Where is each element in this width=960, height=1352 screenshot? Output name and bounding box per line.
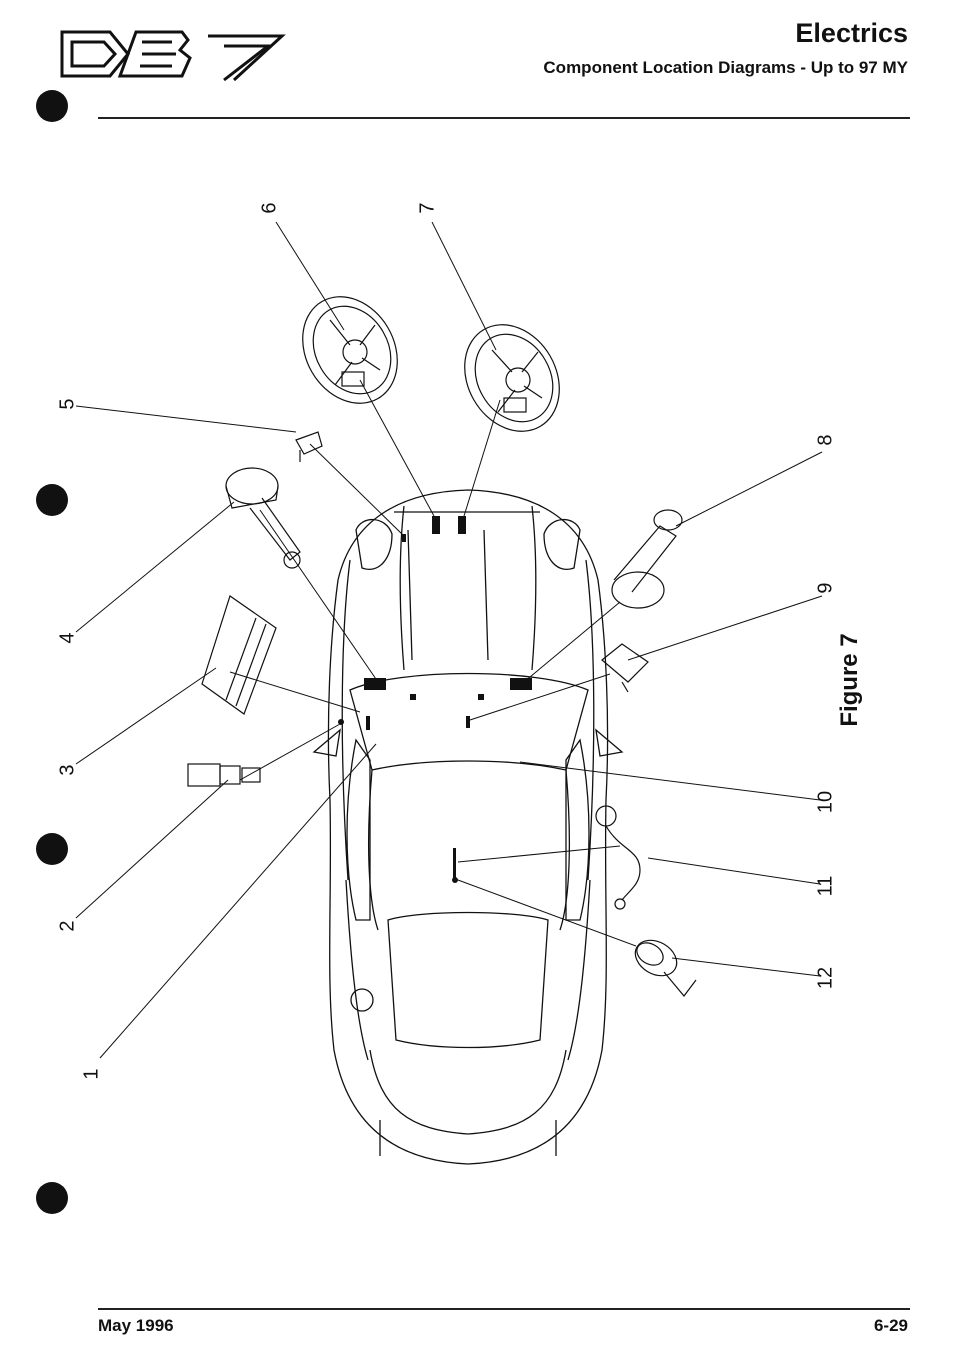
callout-6: 6 xyxy=(258,202,281,214)
connector-unit xyxy=(187,763,261,787)
footer-rule xyxy=(98,1308,910,1310)
punch-hole xyxy=(36,484,68,516)
pressure-switch xyxy=(295,431,323,462)
db7-logo xyxy=(60,30,286,82)
callout-3: 3 xyxy=(56,764,79,776)
windscreen xyxy=(349,672,589,771)
callout-10: 10 xyxy=(814,790,837,814)
actuator-right xyxy=(611,509,683,609)
callout-12: 12 xyxy=(814,966,837,990)
section-title: Electrics xyxy=(795,18,908,48)
cooling-fan-left xyxy=(302,296,398,404)
rear-window xyxy=(387,911,549,1049)
header-rule xyxy=(98,117,910,119)
punch-hole xyxy=(36,90,68,122)
relay-module xyxy=(601,643,649,693)
cooling-fan-right xyxy=(464,324,560,432)
left-mirror xyxy=(312,728,341,757)
section-subtitle: Component Location Diagrams - Up to 97 M… xyxy=(543,58,908,77)
control-module xyxy=(201,595,277,715)
punch-hole xyxy=(36,1182,68,1214)
figure-label: Figure 7 xyxy=(836,633,863,727)
callout-2: 2 xyxy=(56,920,79,932)
page-number: 6-29 xyxy=(873,1316,908,1335)
actuator-left xyxy=(225,467,301,569)
callout-9: 9 xyxy=(814,582,837,594)
diagnostic-connector xyxy=(634,939,697,997)
car-body-outline xyxy=(327,489,609,1165)
callout-4: 4 xyxy=(56,632,79,644)
sensor-lead xyxy=(595,805,641,910)
callout-7: 7 xyxy=(416,202,439,214)
callout-11: 11 xyxy=(814,875,837,897)
callout-5: 5 xyxy=(56,398,79,410)
footer-date: May 1996 xyxy=(98,1316,174,1335)
punch-hole xyxy=(36,833,68,865)
callout-8: 8 xyxy=(814,434,837,446)
right-mirror xyxy=(595,728,624,757)
callout-1: 1 xyxy=(80,1068,103,1080)
